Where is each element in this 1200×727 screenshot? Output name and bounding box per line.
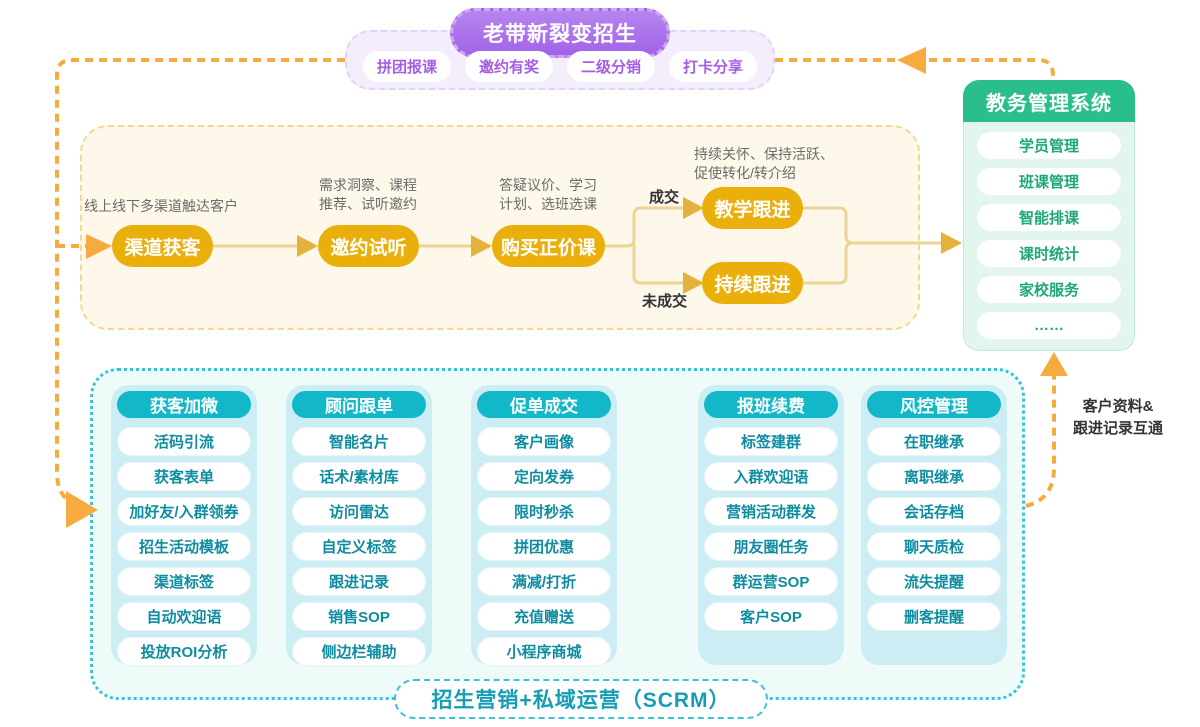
edu-item-ellipsis: …… <box>977 312 1121 339</box>
referral-pill: 拼团报课 <box>362 51 451 82</box>
scrm-column-title: 风控管理 <box>867 391 1001 418</box>
data-sync-note: 客户资料& 跟进记录互通 <box>1072 398 1163 437</box>
scrm-column-advisor: 顾问跟单 智能名片 话术/素材库 访问雷达 自定义标签 跟进记录 销售SOP 侧… <box>286 385 432 666</box>
flow-note-4: 持续关怀、保持活跃、 促使转化/转介绍 <box>694 146 834 181</box>
edu-item: 课时统计 <box>977 240 1121 267</box>
arrowhead-into-edu <box>941 232 962 254</box>
scrm-item: 销售SOP <box>292 602 426 631</box>
scrm-item: 在职继承 <box>867 427 1001 456</box>
scrm-item: 小程序商城 <box>477 637 611 666</box>
scrm-item: 跟进记录 <box>292 567 426 596</box>
scrm-item: 投放ROI分析 <box>117 637 251 666</box>
scrm-item: 朋友圈任务 <box>704 532 838 561</box>
scrm-item: 流失提醒 <box>867 567 1001 596</box>
scrm-item: 获客表单 <box>117 462 251 491</box>
referral-pill-row: 拼团报课 邀约有奖 二级分销 打卡分享 <box>347 51 773 82</box>
referral-pill: 打卡分享 <box>669 51 758 82</box>
flow-note-1: 线上线下多渠道触达客户 <box>84 198 238 214</box>
referral-banner-title: 老带新裂变招生 <box>450 8 670 58</box>
scrm-item: 入群欢迎语 <box>704 462 838 491</box>
branch-label-won: 成交 <box>649 189 680 206</box>
flow-note-2: 需求洞察、课程 推荐、试听邀约 <box>319 177 417 212</box>
scrm-container: 获客加微 活码引流 获客表单 加好友/入群领券 招生活动模板 渠道标签 自动欢迎… <box>90 368 1025 700</box>
scrm-item: 活码引流 <box>117 427 251 456</box>
scrm-column-title: 获客加微 <box>117 391 251 418</box>
flow-node-continued-followup: 持续跟进 <box>702 262 803 304</box>
edu-item: 智能排课 <box>977 204 1121 231</box>
scrm-item: 访问雷达 <box>292 497 426 526</box>
scrm-item: 加好友/入群领券 <box>117 497 251 526</box>
scrm-column-risk-control: 风控管理 在职继承 离职继承 会话存档 聊天质检 流失提醒 删客提醒 <box>861 385 1007 665</box>
referral-pill: 邀约有奖 <box>464 51 553 82</box>
edu-item: 家校服务 <box>977 276 1121 303</box>
scrm-item: 自定义标签 <box>292 532 426 561</box>
scrm-column-title: 报班续费 <box>704 391 838 418</box>
loop-bottom-right-path <box>1025 376 1056 508</box>
flow-node-trial-invite: 邀约试听 <box>318 225 419 267</box>
scrm-item: 自动欢迎语 <box>117 602 251 631</box>
branch-label-lost: 未成交 <box>642 293 688 310</box>
scrm-item: 标签建群 <box>704 427 838 456</box>
edu-admin-panel: 教务管理系统 学员管理 班课管理 智能排课 课时统计 家校服务 …… <box>963 80 1135 351</box>
scrm-item: 充值赠送 <box>477 602 611 631</box>
scrm-item: 定向发券 <box>477 462 611 491</box>
scrm-column-renewal: 报班续费 标签建群 入群欢迎语 营销活动群发 朋友圈任务 群运营SOP 客户SO… <box>698 385 844 665</box>
referral-banner: 老带新裂变招生 拼团报课 邀约有奖 二级分销 打卡分享 <box>345 8 775 90</box>
edu-admin-body: 学员管理 班课管理 智能排课 课时统计 家校服务 …… <box>963 122 1135 351</box>
scrm-item: 满减/打折 <box>477 567 611 596</box>
edu-item: 班课管理 <box>977 168 1121 195</box>
scrm-item: 营销活动群发 <box>704 497 838 526</box>
scrm-item: 离职继承 <box>867 462 1001 491</box>
scrm-column-title: 顾问跟单 <box>292 391 426 418</box>
scrm-item: 智能名片 <box>292 427 426 456</box>
scrm-column-acquisition: 获客加微 活码引流 获客表单 加好友/入群领券 招生活动模板 渠道标签 自动欢迎… <box>111 385 257 666</box>
loop-top-right-path <box>775 58 1055 80</box>
scrm-item: 话术/素材库 <box>292 462 426 491</box>
flow-node-channel-acquisition: 渠道获客 <box>112 225 213 267</box>
edu-admin-title: 教务管理系统 <box>963 80 1135 122</box>
flow-note-3: 答疑议价、学习 计划、选班选课 <box>499 177 597 212</box>
scrm-item: 拼团优惠 <box>477 532 611 561</box>
scrm-item: 客户画像 <box>477 427 611 456</box>
edu-item: 学员管理 <box>977 132 1121 159</box>
scrm-item: 限时秒杀 <box>477 497 611 526</box>
flow-node-teaching-followup: 教学跟进 <box>702 187 803 229</box>
referral-pill: 二级分销 <box>567 51 656 82</box>
scrm-item: 侧边栏辅助 <box>292 637 426 666</box>
scrm-item: 群运营SOP <box>704 567 838 596</box>
scrm-item: 删客提醒 <box>867 602 1001 631</box>
scrm-item: 会话存档 <box>867 497 1001 526</box>
scrm-column-title: 促单成交 <box>477 391 611 418</box>
scrm-item: 聊天质检 <box>867 532 1001 561</box>
scrm-item: 客户SOP <box>704 602 838 631</box>
flow-node-purchase: 购买正价课 <box>492 225 605 267</box>
arrowhead-to-banner <box>897 47 926 74</box>
scrm-item: 渠道标签 <box>117 567 251 596</box>
scrm-column-closing: 促单成交 客户画像 定向发券 限时秒杀 拼团优惠 满减/打折 充值赠送 小程序商… <box>471 385 617 666</box>
scrm-item: 招生活动模板 <box>117 532 251 561</box>
scrm-footer-label: 招生营销+私域运营（SCRM） <box>394 679 768 719</box>
arrowhead-up-to-edu <box>1040 352 1068 376</box>
